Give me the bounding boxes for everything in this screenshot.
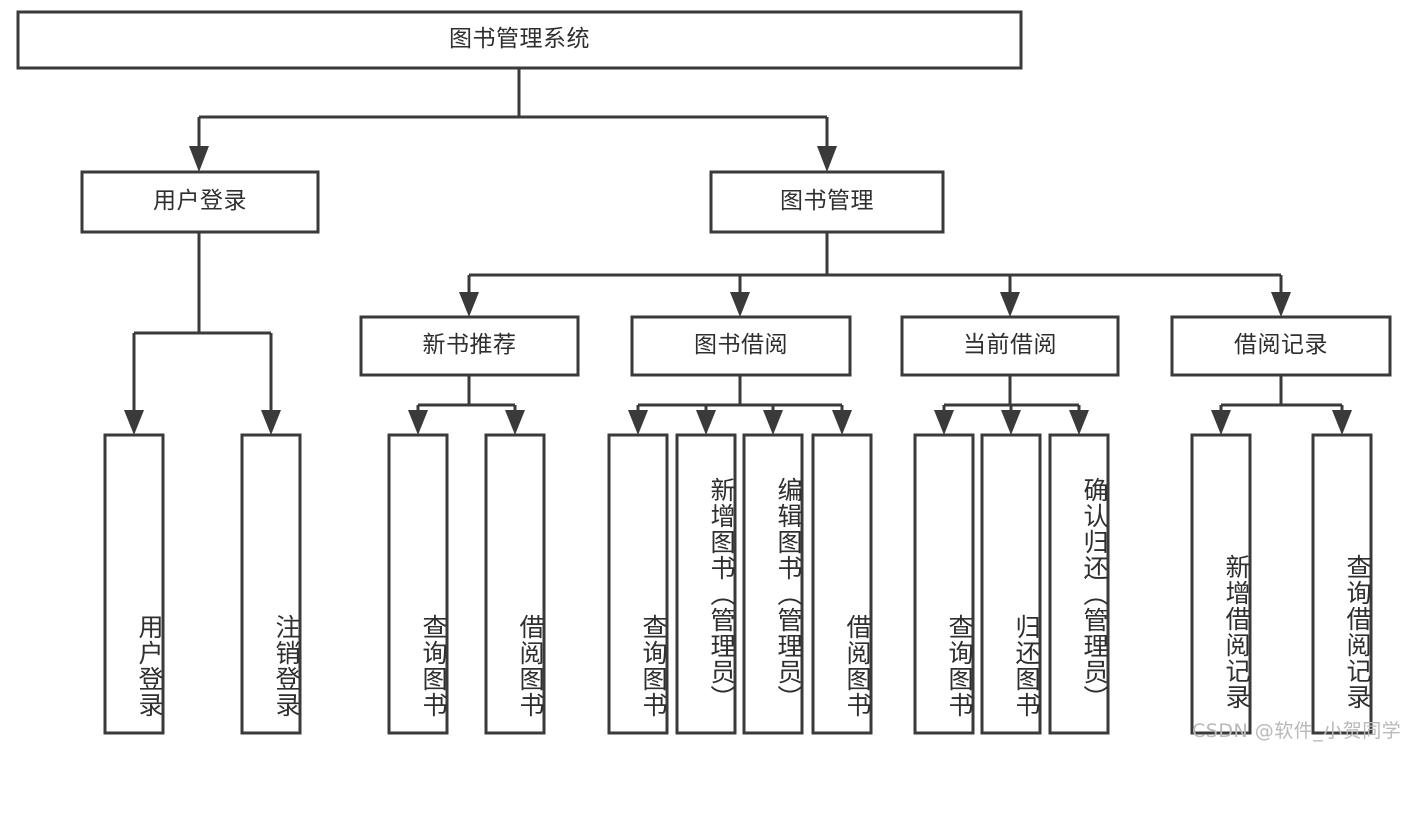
arrow-head-cb-leaf-2 [1001, 410, 1021, 435]
diagram-canvas [16, 10, 1392, 735]
node-box-leaf-cb-confirm-return[interactable] [1048, 433, 1110, 735]
node-box-leaf-bb-add-book[interactable] [675, 433, 737, 735]
arrow-head-current-borrow [1000, 292, 1020, 317]
arrow-head-bb-leaf-1 [628, 410, 648, 435]
node-box-leaf-user-login[interactable] [103, 433, 165, 735]
arrow-head-user-login [189, 146, 209, 172]
arrow-head-br-leaf-2 [1332, 410, 1352, 435]
arrow-head-br-leaf-1 [1211, 410, 1231, 435]
node-box-leaf-nb-borrow-book[interactable] [484, 433, 546, 735]
arrow-head-cb-leaf-1 [934, 410, 954, 435]
node-box-leaf-bb-edit-book[interactable] [742, 433, 804, 735]
node-box-leaf-nb-query-book[interactable] [387, 433, 449, 735]
arrow-head-book-borrow [730, 292, 750, 317]
arrow-head-bb-leaf-2 [696, 410, 716, 435]
node-box-leaf-br-query-record[interactable] [1311, 433, 1373, 735]
node-box-leaf-bb-borrow-book[interactable] [811, 433, 873, 735]
arrow-head-book-manage [817, 146, 837, 172]
arrow-head-leaf-logout [261, 410, 281, 435]
node-box-layer [16, 10, 1392, 735]
arrow-head-nb-leaf-1 [408, 410, 428, 435]
node-box-leaf-cb-return-book[interactable] [980, 433, 1042, 735]
arrow-head-new-book [459, 292, 479, 317]
arrow-head-leaf-user-login [124, 410, 144, 435]
node-box-leaf-br-add-record[interactable] [1190, 433, 1252, 735]
node-box-leaf-logout[interactable] [240, 433, 302, 735]
arrow-head-nb-leaf-2 [505, 410, 525, 435]
node-box-borrow-record[interactable] [1170, 315, 1392, 377]
node-box-book-borrow[interactable] [630, 315, 852, 377]
node-box-leaf-bb-query-book[interactable] [607, 433, 669, 735]
node-box-user-login[interactable] [80, 170, 320, 234]
node-box-root[interactable] [16, 10, 1023, 70]
arrow-head-bb-leaf-4 [832, 410, 852, 435]
node-box-leaf-cb-query-book[interactable] [913, 433, 975, 735]
node-box-current-borrow[interactable] [900, 315, 1120, 377]
csdn-watermark: CSDN @软件_小贺同学 [1192, 720, 1402, 742]
arrow-head-bb-leaf-3 [763, 410, 783, 435]
connector-layer [124, 68, 1352, 435]
node-box-book-manage[interactable] [709, 170, 945, 234]
arrow-head-borrow-record [1271, 292, 1291, 317]
node-box-new-book-recommend[interactable] [359, 315, 580, 377]
arrow-head-cb-leaf-3 [1069, 410, 1089, 435]
flowchart-diagram: 图书管理系统 用户登录 图书管理 新书推荐 图书借阅 当前借阅 借阅记录 用户登… [16, 10, 1402, 742]
